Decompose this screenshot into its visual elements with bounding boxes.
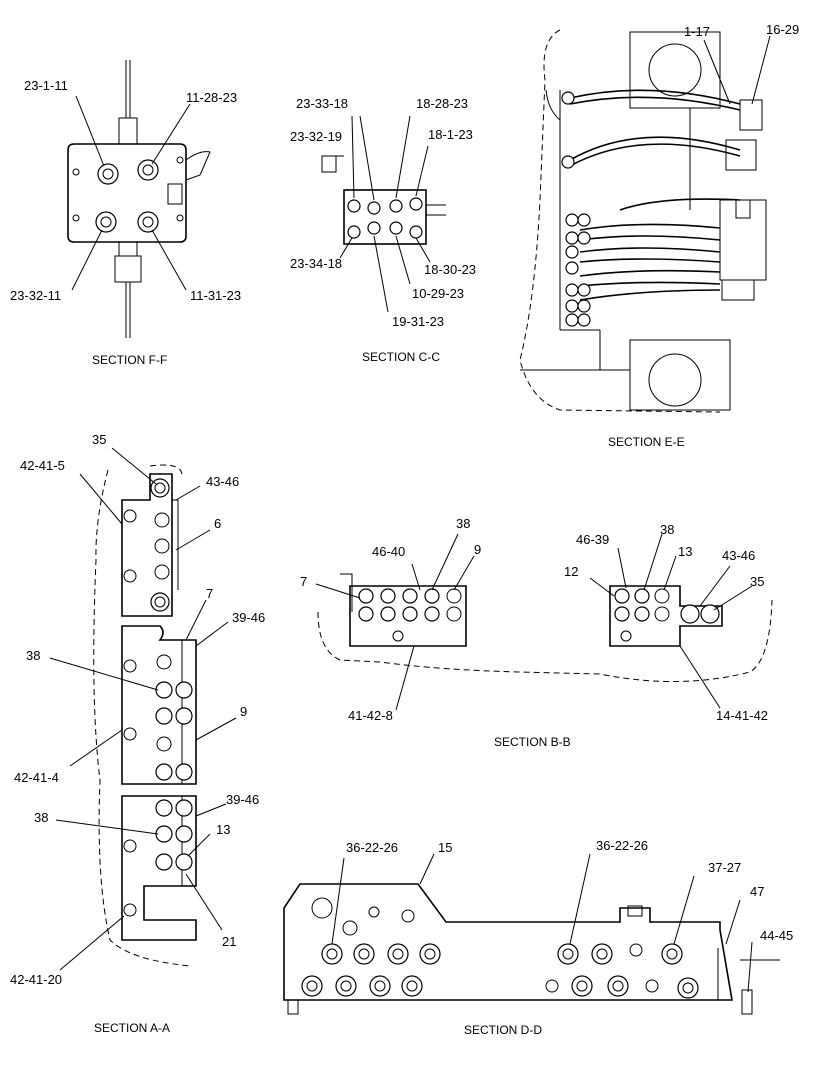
callout-dd-4: 37-27 <box>708 860 741 875</box>
callout-aa-12: 13 <box>216 822 230 837</box>
callout-ee-2: 16-29 <box>766 22 799 37</box>
section-aa-labels: 35 42-41-5 43-46 6 7 39-46 38 9 42-41-4 … <box>10 432 265 1035</box>
dd-fittings-right <box>545 943 699 999</box>
callout-aa-1: 35 <box>92 432 106 447</box>
callout-cc-1: 23-33-18 <box>296 96 348 111</box>
section-title-cc: SECTION C-C <box>362 350 440 364</box>
callout-bb-1: 38 <box>456 516 470 531</box>
callout-bb-7: 38 <box>660 522 674 537</box>
callout-aa-9: 42-41-4 <box>14 770 59 785</box>
callout-dd-1: 36-22-26 <box>346 840 398 855</box>
callout-aa-8: 9 <box>240 704 247 719</box>
callout-aa-7: 38 <box>26 648 40 663</box>
callout-aa-5: 7 <box>206 586 213 601</box>
section-title-bb: SECTION B-B <box>494 735 571 749</box>
callout-ff-1: 23-1-11 <box>24 78 68 93</box>
callout-bb-8: 13 <box>678 544 692 559</box>
callout-bb-12: 14-41-42 <box>716 708 768 723</box>
section-ff-drawing <box>67 60 211 338</box>
callout-ff-4: 11-31-23 <box>190 288 241 303</box>
section-title-ee: SECTION E-E <box>608 435 685 449</box>
callout-dd-3: 36-22-26 <box>596 838 648 853</box>
callout-bb-3: 9 <box>474 542 481 557</box>
callout-ff-2: 11-28-23 <box>186 90 237 105</box>
callout-dd-5: 47 <box>750 884 764 899</box>
section-bb-drawing <box>315 533 773 711</box>
callout-cc-5: 23-34-18 <box>290 256 342 271</box>
callout-bb-4: 7 <box>300 574 307 589</box>
section-ee-labels: 1-17 16-29 SECTION E-E <box>608 22 799 449</box>
callout-bb-5: 41-42-8 <box>348 708 393 723</box>
callout-aa-2: 42-41-5 <box>20 458 65 473</box>
callout-cc-7: 10-29-23 <box>412 286 464 301</box>
section-title-ff: SECTION F-F <box>92 353 167 367</box>
callout-dd-6: 44-45 <box>760 928 793 943</box>
callout-bb-10: 43-46 <box>722 548 755 563</box>
section-cc-drawing <box>321 115 446 313</box>
callout-ee-1: 1-17 <box>684 24 710 39</box>
callout-dd-2: 15 <box>438 840 452 855</box>
callout-aa-6: 39-46 <box>232 610 265 625</box>
callout-cc-3: 23-32-19 <box>290 129 342 144</box>
callout-cc-4: 18-1-23 <box>428 127 473 142</box>
section-aa-drawing <box>49 447 237 971</box>
callout-bb-11: 35 <box>750 574 764 589</box>
callout-aa-13: 21 <box>222 934 236 949</box>
section-bb-labels: 38 46-40 9 7 41-42-8 46-39 38 13 12 43-4… <box>300 516 768 749</box>
section-dd-drawing <box>283 853 780 1015</box>
callout-aa-14: 42-41-20 <box>10 972 62 987</box>
section-dd-labels: 36-22-26 15 36-22-26 37-27 47 44-45 SECT… <box>346 838 793 1037</box>
section-cc-labels: 23-33-18 18-28-23 23-32-19 18-1-23 23-34… <box>290 96 476 364</box>
callout-aa-10: 39-46 <box>226 792 259 807</box>
dd-fittings-left <box>301 943 441 997</box>
callout-cc-6: 18-30-23 <box>424 262 476 277</box>
section-ff-labels: 23-1-11 11-28-23 23-32-11 11-31-23 SECTI… <box>10 78 241 367</box>
callout-bb-9: 12 <box>564 564 578 579</box>
callout-cc-8: 19-31-23 <box>392 314 444 329</box>
section-ee-drawing <box>519 29 771 413</box>
callout-cc-2: 18-28-23 <box>416 96 468 111</box>
section-title-dd: SECTION D-D <box>464 1023 542 1037</box>
callout-ff-3: 23-32-11 <box>10 288 61 303</box>
callout-aa-3: 43-46 <box>206 474 239 489</box>
section-title-aa: SECTION A-A <box>94 1021 170 1035</box>
callout-bb-6: 46-39 <box>576 532 609 547</box>
callout-aa-4: 6 <box>214 516 221 531</box>
callout-aa-11: 38 <box>34 810 48 825</box>
callout-bb-2: 46-40 <box>372 544 405 559</box>
